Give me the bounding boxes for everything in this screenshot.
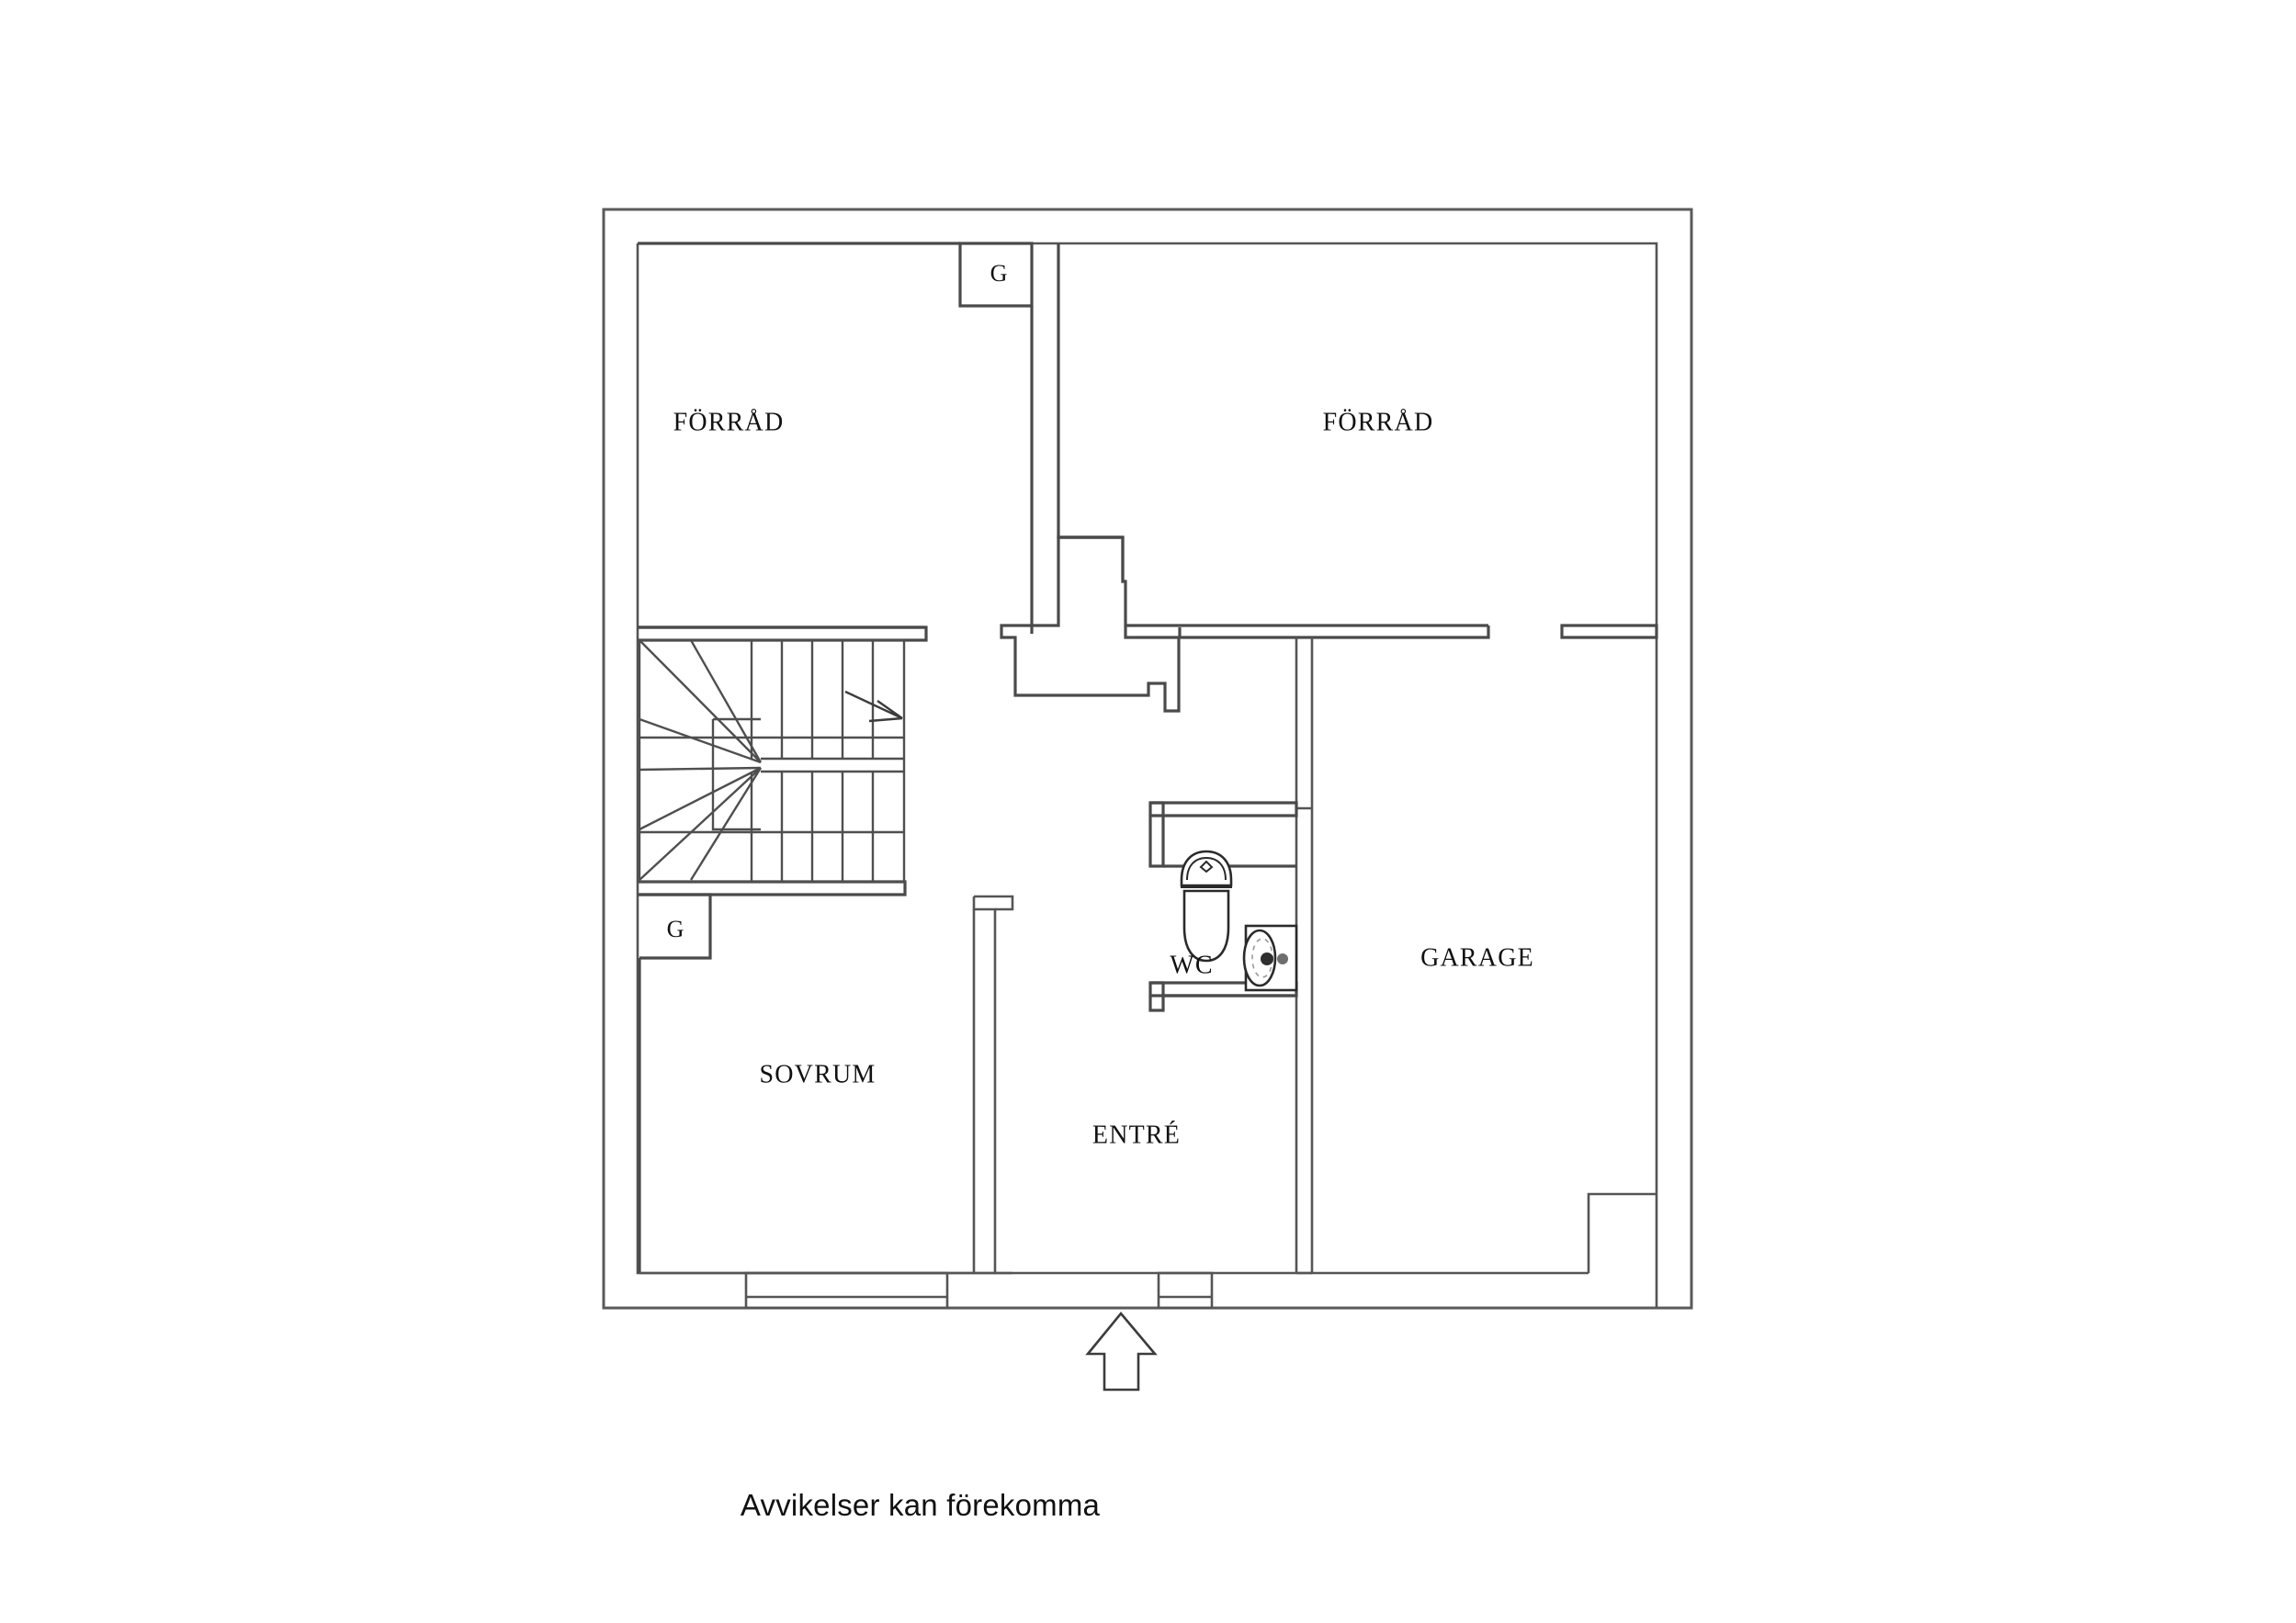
sovrum-window — [744, 1271, 949, 1310]
washbasin-faucet — [1277, 953, 1288, 964]
outer-wall-inner-face-left — [636, 243, 1589, 1275]
room-labels: FÖRRÅD FÖRRÅD SOVRUM ENTRÉ WC GARAGE — [673, 408, 1534, 1149]
garage-door-notch — [1587, 1192, 1657, 1273]
room-label-sovrum: SOVRUM — [759, 1060, 876, 1088]
toilet-bowl — [1182, 889, 1230, 963]
toilet-flush-button — [1199, 860, 1214, 873]
stair-winder-tread-5 — [639, 766, 762, 831]
closet-upper-box — [958, 242, 1034, 308]
stair-winder-tread-6 — [639, 767, 762, 881]
center-wall-junction — [1000, 535, 1181, 713]
closet-label-upper: G — [990, 260, 1008, 287]
stair-winder-box — [711, 719, 761, 831]
entrance-direction-arrow — [1085, 1311, 1158, 1392]
stair-winder-tread-3 — [639, 717, 762, 764]
forrad-right-left-wall — [1057, 243, 1125, 583]
washbasin-drain — [1261, 952, 1273, 965]
toilet-tank-inner — [1186, 856, 1227, 881]
closet-lower-box — [639, 893, 712, 960]
room-label-forrad-left: FÖRRÅD — [673, 408, 785, 436]
plan-caption-wrapper: Avvikelser kan förekomma — [0, 1488, 2296, 1523]
garage-wall-upper-stub — [1560, 624, 1658, 639]
room-label-garage: GARAGE — [1420, 943, 1534, 972]
center-junction-outline — [1000, 535, 1181, 713]
stair-outline — [638, 638, 906, 884]
closet-label-lower: G — [667, 916, 684, 942]
closet-lower-outline — [639, 893, 712, 960]
sovrum-window-frame — [744, 1271, 949, 1310]
entre-window — [1157, 1271, 1214, 1310]
room-label-forrad-right: FÖRRÅD — [1323, 408, 1434, 436]
room-forrad-right-walls — [1057, 243, 1658, 639]
entre-garage-divider — [1295, 637, 1314, 1275]
washbasin-fixture — [1242, 924, 1298, 992]
wc-top-wall — [1150, 801, 1298, 817]
stair-bottom-landing-wall — [638, 880, 907, 896]
stair-winder-tread-4 — [639, 766, 762, 772]
staircase — [638, 638, 906, 884]
toilet-tank — [1180, 850, 1233, 887]
stair-top-landing-wall — [638, 626, 928, 642]
entre-garage-wall-upper — [1295, 637, 1314, 808]
room-forrad-left-walls — [638, 242, 1034, 634]
room-label-wc: WC — [1170, 951, 1214, 979]
toilet-fixture — [1180, 850, 1233, 963]
outer-wall-outline — [602, 208, 1693, 1310]
forrad-right-bottom-wall-2 — [1178, 626, 1490, 639]
stair-winder-tread-1 — [639, 639, 762, 763]
wc-left-wall-upper — [1148, 801, 1165, 868]
stair-direction-arrow — [844, 690, 903, 723]
closet-upper-outline — [958, 242, 1034, 308]
room-label-entre: ENTRÉ — [1092, 1121, 1181, 1149]
stair-winder-tread-2 — [689, 639, 763, 763]
plan-caption: Avvikelser kan förekomma — [740, 1488, 1101, 1522]
closet-labels: G G — [667, 260, 1008, 942]
stair-winder-tread-7 — [689, 767, 763, 881]
sovrum-entre-divider — [972, 896, 997, 1275]
sovrum-entre-divider-top-hook — [974, 895, 1014, 911]
entre-window-frame — [1157, 1271, 1214, 1310]
washbasin-basin — [1242, 929, 1277, 987]
